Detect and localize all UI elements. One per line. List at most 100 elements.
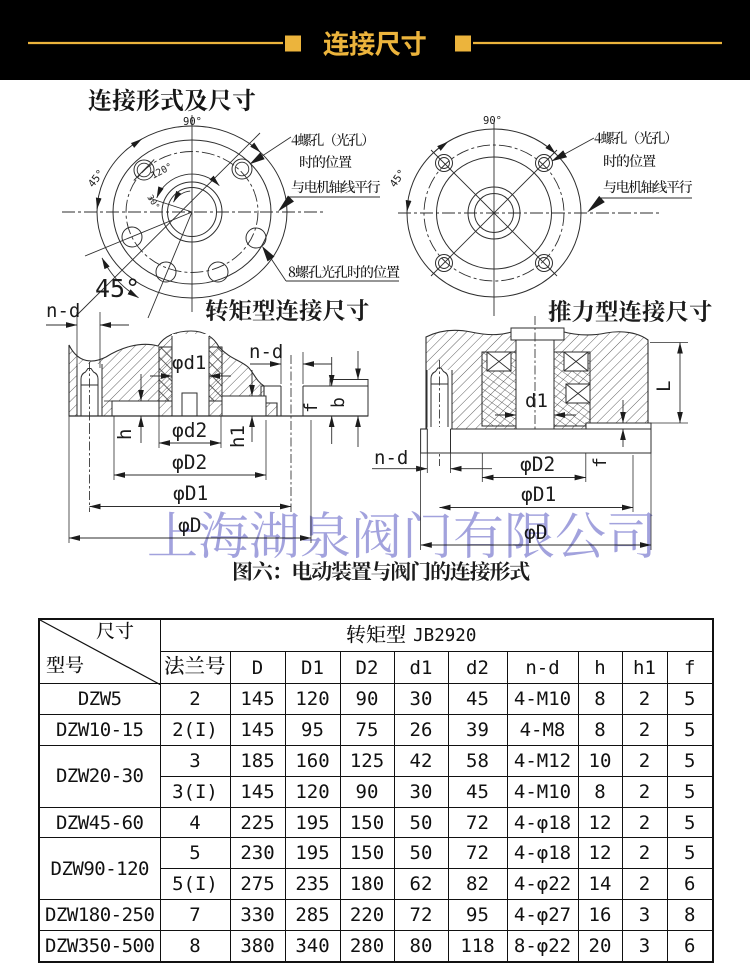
value-cell: 8-φ22 <box>506 930 579 963</box>
drawing-path <box>130 138 142 148</box>
drawing-circle <box>467 186 521 240</box>
value-cell: 230 <box>229 837 286 870</box>
value-cell: 2(I) <box>159 713 231 746</box>
value-cell: 12 <box>577 837 623 870</box>
model-cell: DZW350-500 <box>38 930 161 963</box>
drawing-rect <box>427 427 451 454</box>
drawing-rect <box>329 379 369 387</box>
value-cell: 340 <box>284 930 341 963</box>
figure-caption <box>234 561 530 581</box>
annotation-parallel-motor-axis <box>291 180 381 194</box>
value-cell: 195 <box>284 837 341 870</box>
value-cell: 150 <box>339 806 395 839</box>
drawing-rect <box>281 384 303 417</box>
leader-arrow <box>587 195 605 213</box>
cjk-text <box>96 621 134 643</box>
value-cell: 145 <box>229 775 286 808</box>
column-header: D <box>229 651 286 684</box>
annotation-4holes-position-r <box>594 131 669 145</box>
value-cell: 72 <box>393 899 449 932</box>
value-cell: 95 <box>284 713 341 746</box>
drawing-circle <box>435 254 453 272</box>
dim-label: 90° <box>483 115 502 127</box>
value-cell: 5 <box>666 744 714 777</box>
value-cell: 7 <box>159 899 231 932</box>
value-cell: 30 <box>393 775 449 808</box>
cjk-text <box>164 655 226 678</box>
value-cell: 14 <box>577 868 623 901</box>
value-cell: 50 <box>393 837 449 870</box>
drawing-circle <box>121 226 143 248</box>
dim-label: 45° <box>86 168 107 190</box>
value-cell: 42 <box>393 744 449 777</box>
value-cell: 150 <box>339 837 395 870</box>
dim-label: φD2 <box>172 451 207 474</box>
drawing-path <box>545 143 556 154</box>
column-header: h <box>577 651 623 684</box>
value-cell: 82 <box>447 868 508 901</box>
drawing-circle <box>96 125 288 299</box>
drawing-rect <box>585 422 652 430</box>
dim-label: φD1 <box>173 482 208 505</box>
torque-view-caption <box>205 299 369 322</box>
dim-label: 120° <box>149 161 174 181</box>
drawing-circle <box>112 139 272 285</box>
model-cell: DZW5 <box>38 683 161 715</box>
column-header: h1 <box>621 651 668 684</box>
thrust-flange-face-view: 90° 45° <box>388 115 712 323</box>
value-cell: 120 <box>284 683 341 715</box>
dim-label: φd2 <box>172 419 207 442</box>
dim-label: φd1 <box>172 352 206 374</box>
banner-square-right <box>455 35 471 52</box>
value-cell: 145 <box>229 683 286 715</box>
value-cell: 225 <box>229 806 286 839</box>
value-cell: 275 <box>229 868 286 901</box>
value-cell: 2 <box>621 868 668 901</box>
group-header-cell: JB2920 <box>159 618 714 652</box>
dim-label: 45° <box>388 167 409 189</box>
value-cell: 45 <box>447 775 508 808</box>
drawing-circle <box>245 227 267 249</box>
drawing-rect <box>181 392 198 417</box>
drawing-rect <box>510 327 565 341</box>
torque-section-view: n-d n-d φd1 h h1 f b φd2 φD2 φD1 φD <box>46 300 369 543</box>
value-cell: 5(I) <box>159 868 231 901</box>
value-cell: 180 <box>339 868 395 901</box>
value-cell: 4-φ18 <box>506 806 579 839</box>
value-cell: 5 <box>666 806 714 839</box>
drawing-line <box>147 211 193 319</box>
page-title <box>88 88 256 112</box>
value-cell: 380 <box>229 930 286 963</box>
value-cell: 220 <box>339 899 395 932</box>
torque-flange-face-view: 90° 45° 120° 30° 45° <box>62 115 400 322</box>
value-cell: 145 <box>229 713 286 746</box>
value-cell: 80 <box>393 930 449 963</box>
column-header: d2 <box>447 651 508 684</box>
value-cell: 58 <box>447 744 508 777</box>
drawing-path <box>156 173 220 199</box>
model-cell: DZW180-250 <box>38 899 161 932</box>
drawing-circle <box>207 261 229 283</box>
leader-arrow <box>262 246 275 262</box>
value-cell: 5 <box>666 837 714 870</box>
thrust-view-caption <box>548 299 712 323</box>
value-cell: 4-M8 <box>506 713 579 746</box>
drawing-circle <box>535 154 553 172</box>
annotation-4holes-position2 <box>300 155 352 169</box>
value-cell: 10 <box>577 744 623 777</box>
value-cell: 90 <box>339 683 395 715</box>
value-cell: 6 <box>666 930 714 963</box>
model-cell: DZW45-60 <box>38 806 161 839</box>
drawing-circle <box>133 159 155 181</box>
value-cell: 6 <box>666 868 714 901</box>
value-cell: 20 <box>577 930 623 963</box>
leader-arrow <box>278 195 294 212</box>
dim-label: L <box>653 381 675 392</box>
drawing-rect <box>420 428 652 454</box>
drawing-line <box>133 159 155 181</box>
value-cell: 3(I) <box>159 775 231 808</box>
